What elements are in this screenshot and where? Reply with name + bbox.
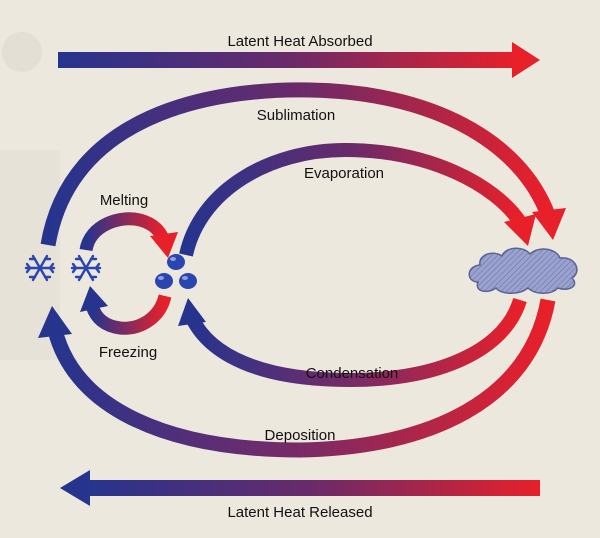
cloud-icon [468, 247, 578, 294]
deposition-arrow [38, 298, 556, 458]
melting-arrow [79, 212, 178, 258]
condensation-label: Condensation [306, 365, 399, 382]
water-droplets-icon [155, 254, 197, 289]
deposition-label: Deposition [265, 427, 336, 444]
sublimation-label: Sublimation [257, 107, 335, 124]
melting-label: Melting [100, 192, 148, 209]
latent-heat-released-label: Latent Heat Released [227, 504, 372, 521]
snowflake-icon [70, 254, 102, 282]
freezing-label: Freezing [99, 344, 157, 361]
condensation-arrow [178, 297, 527, 388]
evaporation-label: Evaporation [304, 165, 384, 182]
freezing-arrow [80, 286, 172, 335]
latent-heat-released-arrow [60, 470, 540, 506]
sublimation-arrow [40, 82, 566, 247]
evaporation-arrow [179, 142, 536, 257]
latent-heat-absorbed-label: Latent Heat Absorbed [227, 33, 372, 50]
snowflake-icon [24, 254, 56, 282]
latent-heat-absorbed-arrow [58, 42, 540, 78]
